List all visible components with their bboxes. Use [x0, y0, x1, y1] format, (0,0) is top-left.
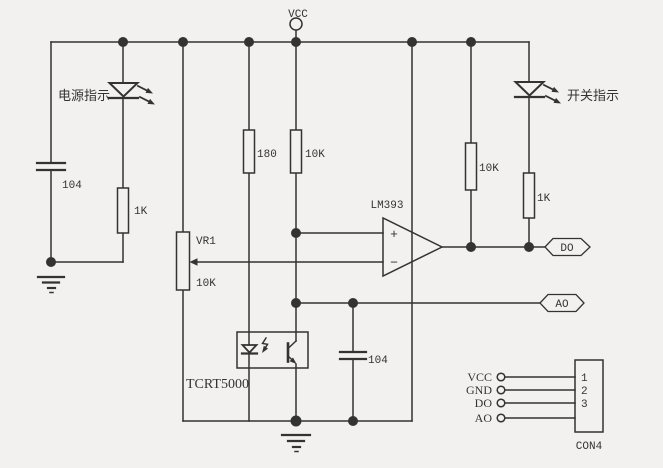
switch-led-resistor: 1K — [522, 172, 551, 219]
divider-resistor: 10K — [289, 129, 325, 174]
input-capacitor: 104 — [35, 161, 82, 192]
junction-dot — [46, 257, 56, 267]
pot-value: 10K — [196, 278, 216, 290]
resistor-body — [242, 129, 256, 174]
input-capacitor-value: 104 — [62, 180, 82, 192]
connector-con4: VCC 1 GND 2 DO 3 AO CON4 — [466, 359, 604, 453]
junction-dot — [524, 242, 534, 252]
pot-body — [175, 231, 191, 291]
pot-wiper-arrow — [189, 258, 198, 266]
ir-led-resistor-value: 180 — [257, 149, 277, 161]
sensor-ir-led-triangle — [240, 344, 259, 354]
connector-pin-circle — [496, 372, 506, 382]
led-triangle — [513, 81, 546, 97]
junction-dot — [407, 37, 417, 47]
junction-dot — [466, 242, 476, 252]
opamp-minus-input: − — [390, 256, 398, 271]
connector-ref: CON4 — [576, 441, 603, 453]
connector-pin-label: VCC — [467, 370, 492, 384]
led-emission-arrowhead — [551, 86, 559, 93]
junction-dot — [178, 37, 188, 47]
led-triangle — [107, 82, 140, 98]
sensor-light-arrowhead — [262, 345, 268, 353]
filter-capacitor-value: 104 — [368, 355, 388, 367]
wires — [50, 29, 546, 422]
connector-pin-circle — [496, 398, 506, 408]
connector-pin-circle — [496, 385, 506, 395]
junction-dot — [291, 228, 301, 238]
phototransistor-emitter-arrowhead — [289, 357, 297, 364]
do-tag-label: DO — [560, 243, 574, 255]
do-output-tag: DO — [544, 237, 591, 257]
junction-dot — [118, 37, 128, 47]
junction-dot — [348, 416, 358, 426]
vcc-label: VCC — [288, 9, 308, 21]
junction-dots — [46, 37, 534, 427]
vcc-terminal: VCC — [288, 9, 308, 31]
connector-pin-number: 2 — [581, 386, 588, 398]
resistor-body — [116, 187, 130, 234]
connector-pin-circle — [496, 413, 506, 423]
ground-symbol-left — [36, 275, 66, 294]
connector-pin-label: AO — [475, 411, 493, 425]
opamp-ref: LM393 — [370, 200, 403, 212]
pullup-resistor-value: 10K — [479, 163, 499, 175]
switch-led-resistor-value: 1K — [537, 193, 551, 205]
pot-ref: VR1 — [196, 236, 216, 248]
led-emission-arrow — [136, 84, 149, 92]
pullup-resistor: 10K — [464, 142, 499, 191]
resistor-body — [464, 142, 478, 191]
led-emission-arrowhead — [147, 98, 155, 105]
led-emission-arrow — [544, 94, 557, 102]
led-emission-arrowhead — [145, 87, 153, 94]
ground-symbol-center — [280, 433, 312, 453]
power-led-resistor: 1K — [116, 187, 148, 234]
filter-capacitor: 104 — [338, 350, 388, 367]
junction-dot — [348, 298, 358, 308]
connector-pin-label: DO — [475, 396, 493, 410]
ir-led-resistor: 180 — [242, 129, 277, 174]
switch-led: 开关指示 — [513, 81, 619, 104]
do-tag-outline — [544, 237, 591, 257]
led-emission-arrow — [542, 83, 555, 91]
led-emission-arrow — [138, 95, 151, 103]
ao-tag-outline — [539, 293, 585, 313]
sensor-ref: TCRT5000 — [186, 377, 249, 392]
junction-dot — [290, 415, 302, 427]
sensor-box — [236, 331, 309, 369]
tcrt5000-sensor: TCRT5000 — [186, 331, 309, 392]
power-led-resistor-value: 1K — [134, 206, 148, 218]
resistor-body — [289, 129, 303, 174]
switch-indicator-label: 开关指示 — [567, 89, 619, 104]
power-led: 电源指示 — [58, 82, 155, 105]
divider-resistor-value: 10K — [305, 149, 325, 161]
opamp-triangle — [382, 216, 444, 278]
comparator-lm393: + − LM393 — [370, 200, 444, 278]
junction-dot — [291, 298, 301, 308]
connector-pin-number: 1 — [581, 373, 588, 385]
connector-pin-label: GND — [466, 383, 492, 397]
junction-dot — [244, 37, 254, 47]
power-indicator-label: 电源指示 — [58, 89, 110, 104]
phototransistor-collector — [287, 339, 298, 350]
vcc-pin-circle — [289, 17, 303, 31]
opamp-plus-input: + — [390, 227, 398, 242]
junction-dot — [291, 37, 301, 47]
connector-pin-number: 3 — [581, 399, 588, 411]
potentiometer-vr1: VR1 10K — [175, 231, 216, 291]
led-emission-arrowhead — [553, 97, 561, 104]
junction-dot — [466, 37, 476, 47]
connector-body — [574, 359, 604, 433]
ao-tag-label: AO — [555, 299, 569, 311]
ao-output-tag: AO — [539, 293, 585, 313]
resistor-body — [522, 172, 536, 219]
